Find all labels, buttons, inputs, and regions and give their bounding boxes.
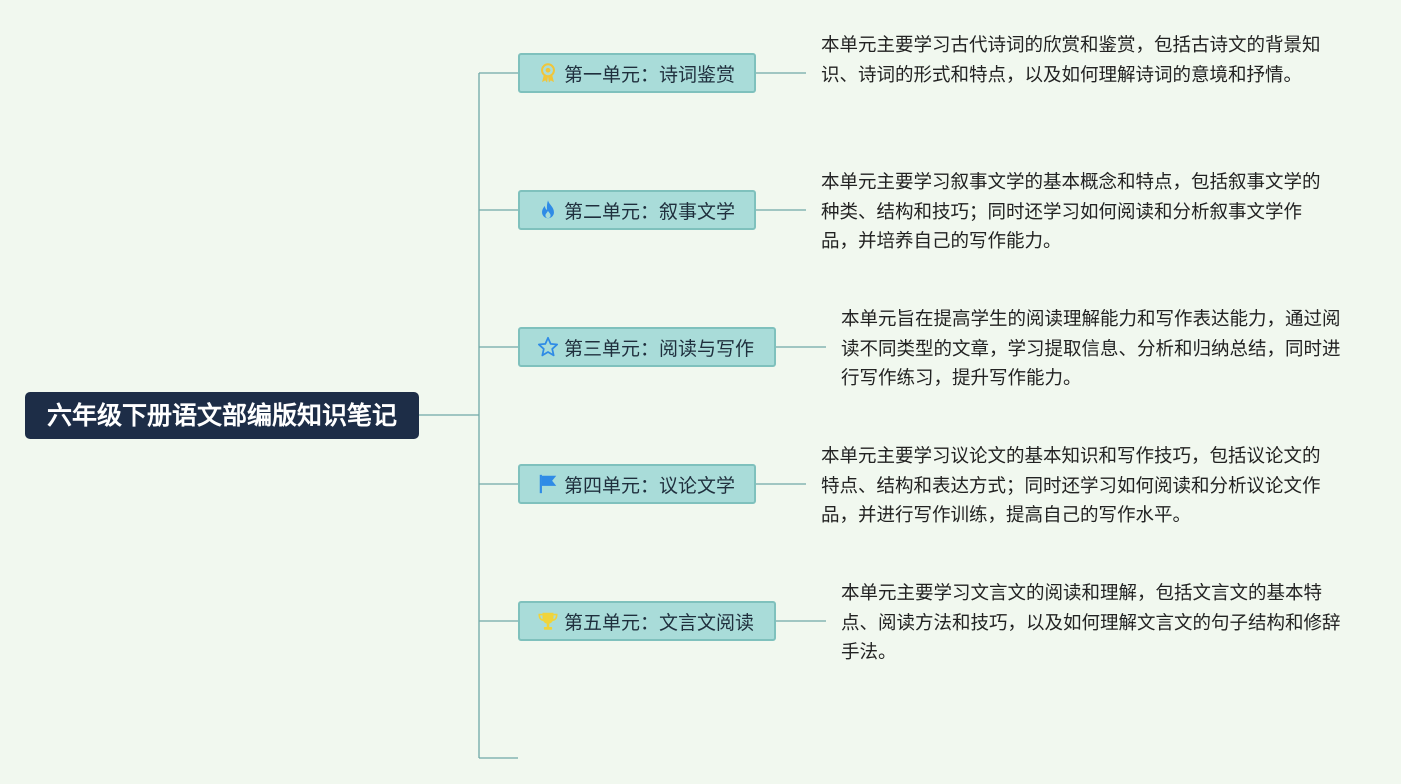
star-outline-icon bbox=[537, 336, 559, 358]
unit-4-topic[interactable]: 第四单元：议论文学 bbox=[518, 464, 756, 504]
unit-3-label: 第三单元：阅读与写作 bbox=[564, 337, 755, 360]
root-topic[interactable]: 六年级下册语文部编版知识笔记 bbox=[25, 392, 419, 439]
unit-2-description: 本单元主要学习叙事文学的基本概念和特点，包括叙事文学的种类、结构和技巧；同时还学… bbox=[821, 172, 1321, 252]
unit-5-label: 第五单元：文言文阅读 bbox=[564, 611, 755, 634]
flame-icon bbox=[537, 199, 559, 221]
unit-5-topic[interactable]: 第五单元：文言文阅读 bbox=[518, 601, 776, 641]
trophy-icon bbox=[537, 610, 559, 632]
unit-1-topic[interactable]: 第一单元：诗词鉴赏 bbox=[518, 53, 756, 93]
award-medal-icon bbox=[537, 62, 559, 84]
unit-4-description: 本单元主要学习议论文的基本知识和写作技巧，包括议论文的特点、结构和表达方式；同时… bbox=[821, 446, 1321, 526]
unit-3-topic[interactable]: 第三单元：阅读与写作 bbox=[518, 327, 776, 367]
unit-4-label: 第四单元：议论文学 bbox=[564, 474, 736, 497]
unit-2-label: 第二单元：叙事文学 bbox=[564, 200, 736, 223]
unit-1-description: 本单元主要学习古代诗词的欣赏和鉴赏，包括古诗文的背景知识、诗词的形式和特点，以及… bbox=[821, 35, 1321, 86]
unit-3-description: 本单元旨在提高学生的阅读理解能力和写作表达能力，通过阅读不同类型的文章，学习提取… bbox=[841, 309, 1341, 389]
unit-2-topic[interactable]: 第二单元：叙事文学 bbox=[518, 190, 756, 230]
flag-icon bbox=[537, 473, 559, 495]
unit-5-description: 本单元主要学习文言文的阅读和理解，包括文言文的基本特点、阅读方法和技巧，以及如何… bbox=[841, 583, 1341, 663]
unit-1-label: 第一单元：诗词鉴赏 bbox=[564, 63, 736, 86]
